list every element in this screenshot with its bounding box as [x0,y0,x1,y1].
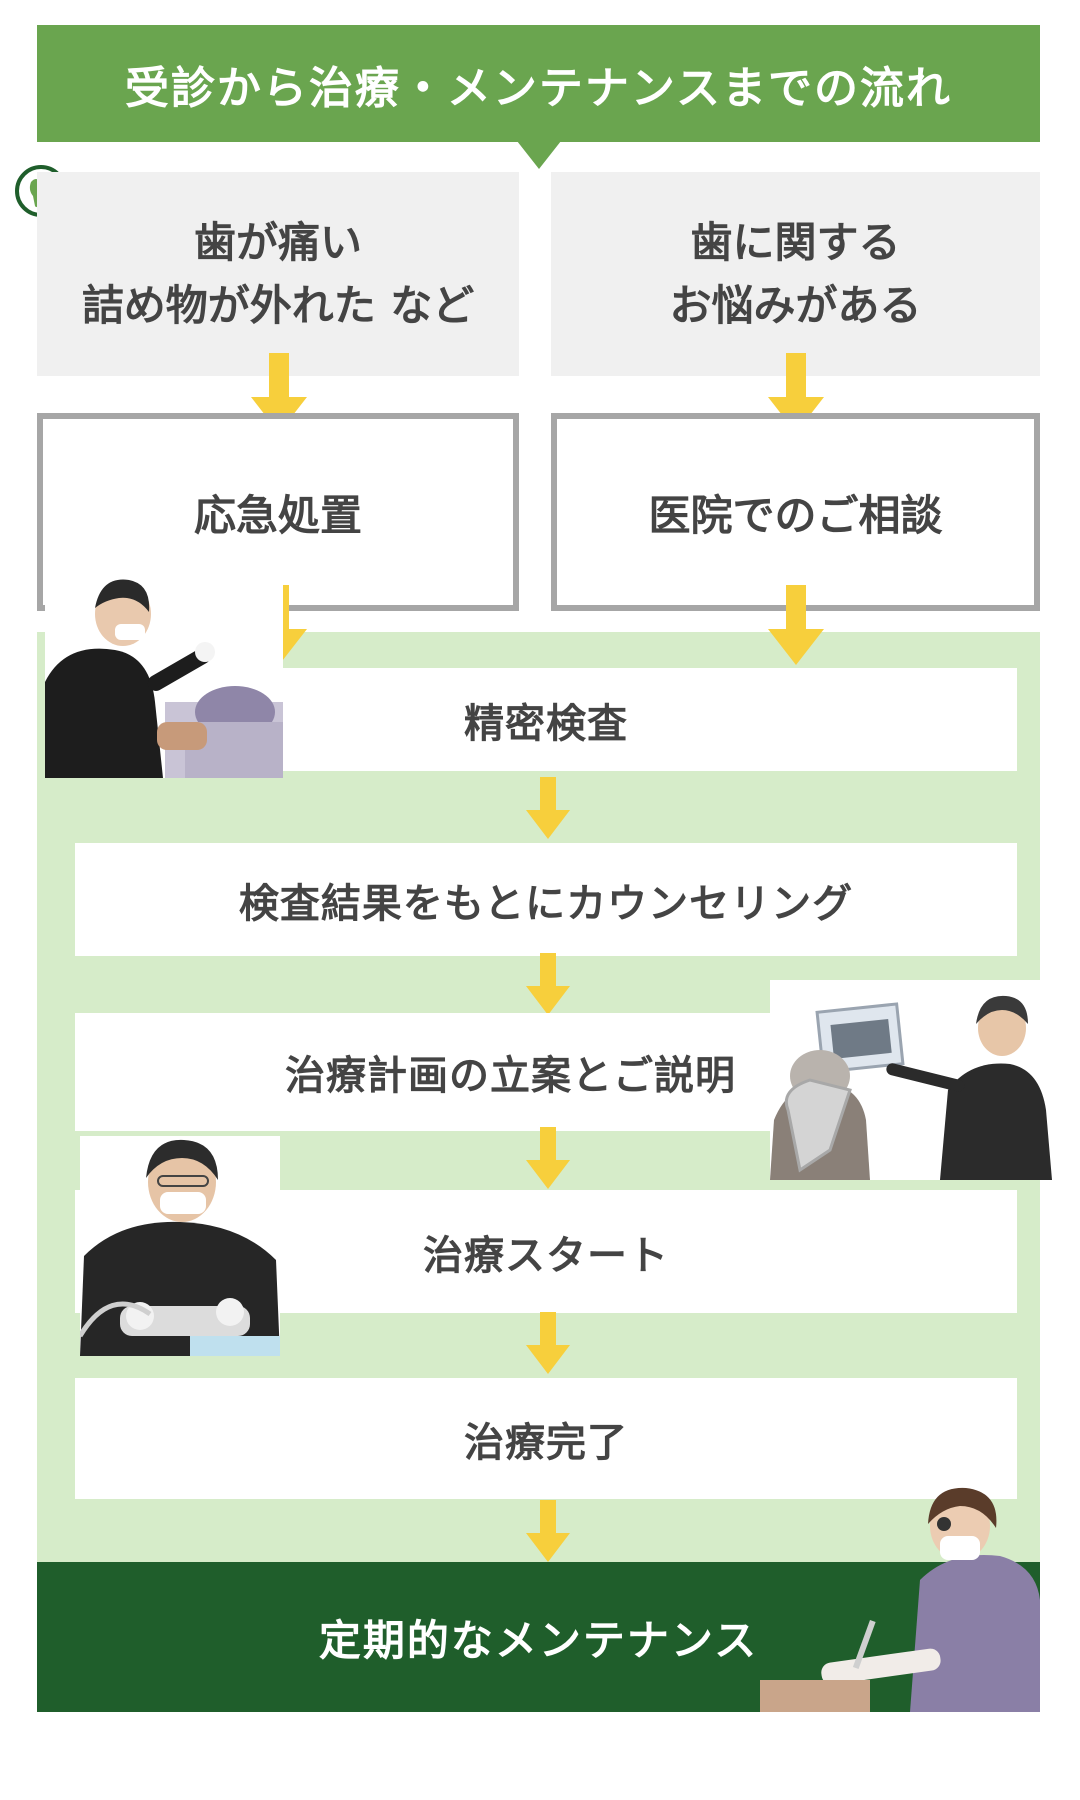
photo-dentist-explaining [770,980,1060,1180]
step-label: 治療完了 [464,1419,628,1466]
step-label: 治療計画の立案とご説明 [285,1053,736,1099]
photo-dentist-examination [45,572,283,778]
left-trigger-line2: 詰め物が外れた など [81,281,475,330]
right-trigger-line2: お悩みがある [669,281,922,330]
left-trigger-line1: 歯が痛い [193,218,362,267]
right-trigger-line1: 歯に関する [690,218,901,267]
step-label: 治療スタート [423,1232,669,1279]
maintenance-label: 定期的なメンテナンス [318,1615,759,1665]
arrow-down [526,1312,582,1374]
consultation-label: 医院でのご相談 [648,490,943,540]
left-trigger-box: 歯が痛い 詰め物が外れた など [37,172,519,376]
step-box: 治療完了 [75,1378,1017,1499]
title-pointer [517,141,561,169]
arrow-down [526,1127,582,1189]
arrow-down [526,1500,582,1562]
page-title: 受診から治療・メンテナンスまでの流れ [37,25,1040,142]
photo-dentist-treatment [80,1136,280,1356]
arrow-down [526,777,582,839]
arrow-down [768,585,824,665]
step-label: 精密検査 [464,700,628,747]
consultation-box: 医院でのご相談 [551,413,1040,611]
photo-hygienist-maintenance [760,1480,1040,1712]
right-trigger-box: 歯に関する お悩みがある [551,172,1040,376]
emergency-treatment-label: 応急処置 [193,490,362,540]
arrow-down [526,953,582,1015]
step-label: 検査結果をもとにカウンセリング [238,880,854,927]
step-box: 検査結果をもとにカウンセリング [75,843,1017,956]
